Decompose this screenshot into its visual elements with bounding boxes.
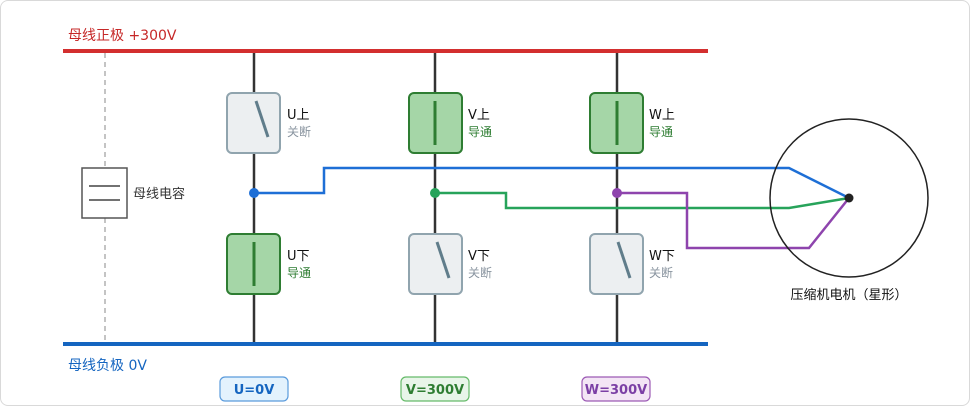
- motor-label: 压缩机电机（星形）: [790, 287, 907, 303]
- phase-w-wire: [617, 191, 850, 250]
- switch-w-lower-name: W下: [649, 249, 675, 264]
- motor-star-point: [844, 193, 854, 203]
- badge-w: W=300V: [581, 376, 651, 402]
- badge-u-text: U=0V: [234, 383, 275, 398]
- badge-v-text: V=300V: [406, 383, 464, 398]
- switch-u-lower: [226, 233, 281, 295]
- capacitor-symbol: [81, 167, 128, 219]
- switch-w-upper: [589, 92, 644, 154]
- motor-circle: [769, 118, 929, 278]
- badge-u: U=0V: [219, 376, 289, 402]
- switch-v-upper: [408, 92, 463, 154]
- switch-v-lower: [408, 233, 463, 295]
- bus-positive-label: 母线正极 +300V: [68, 28, 177, 44]
- switch-v-lower-state: 关断: [468, 265, 492, 280]
- switch-v-upper-name: V上: [468, 108, 490, 123]
- node-w: [612, 188, 622, 198]
- switch-u-upper: [226, 92, 281, 154]
- switch-u-upper-state: 关断: [287, 124, 311, 139]
- badge-v: V=300V: [400, 376, 470, 402]
- switch-u-upper-name: U上: [287, 108, 310, 123]
- switch-w-upper-name: W上: [649, 108, 675, 123]
- phase-u-wire: [254, 166, 850, 200]
- switch-w-upper-state: 导通: [649, 125, 673, 139]
- bus-negative-label: 母线负极 0V: [68, 358, 147, 374]
- switch-u-lower-name: U下: [287, 249, 310, 264]
- node-v: [430, 188, 440, 198]
- switch-v-upper-state: 导通: [468, 125, 492, 139]
- switch-w-lower-state: 关断: [649, 265, 673, 280]
- switch-u-lower-state: 导通: [287, 266, 311, 280]
- switch-v-lower-name: V下: [468, 249, 490, 264]
- node-u: [249, 188, 259, 198]
- capacitor-label: 母线电容: [133, 186, 185, 202]
- switch-w-lower: [589, 233, 644, 295]
- badge-w-text: W=300V: [585, 383, 647, 398]
- phase-v-wire: [435, 191, 850, 210]
